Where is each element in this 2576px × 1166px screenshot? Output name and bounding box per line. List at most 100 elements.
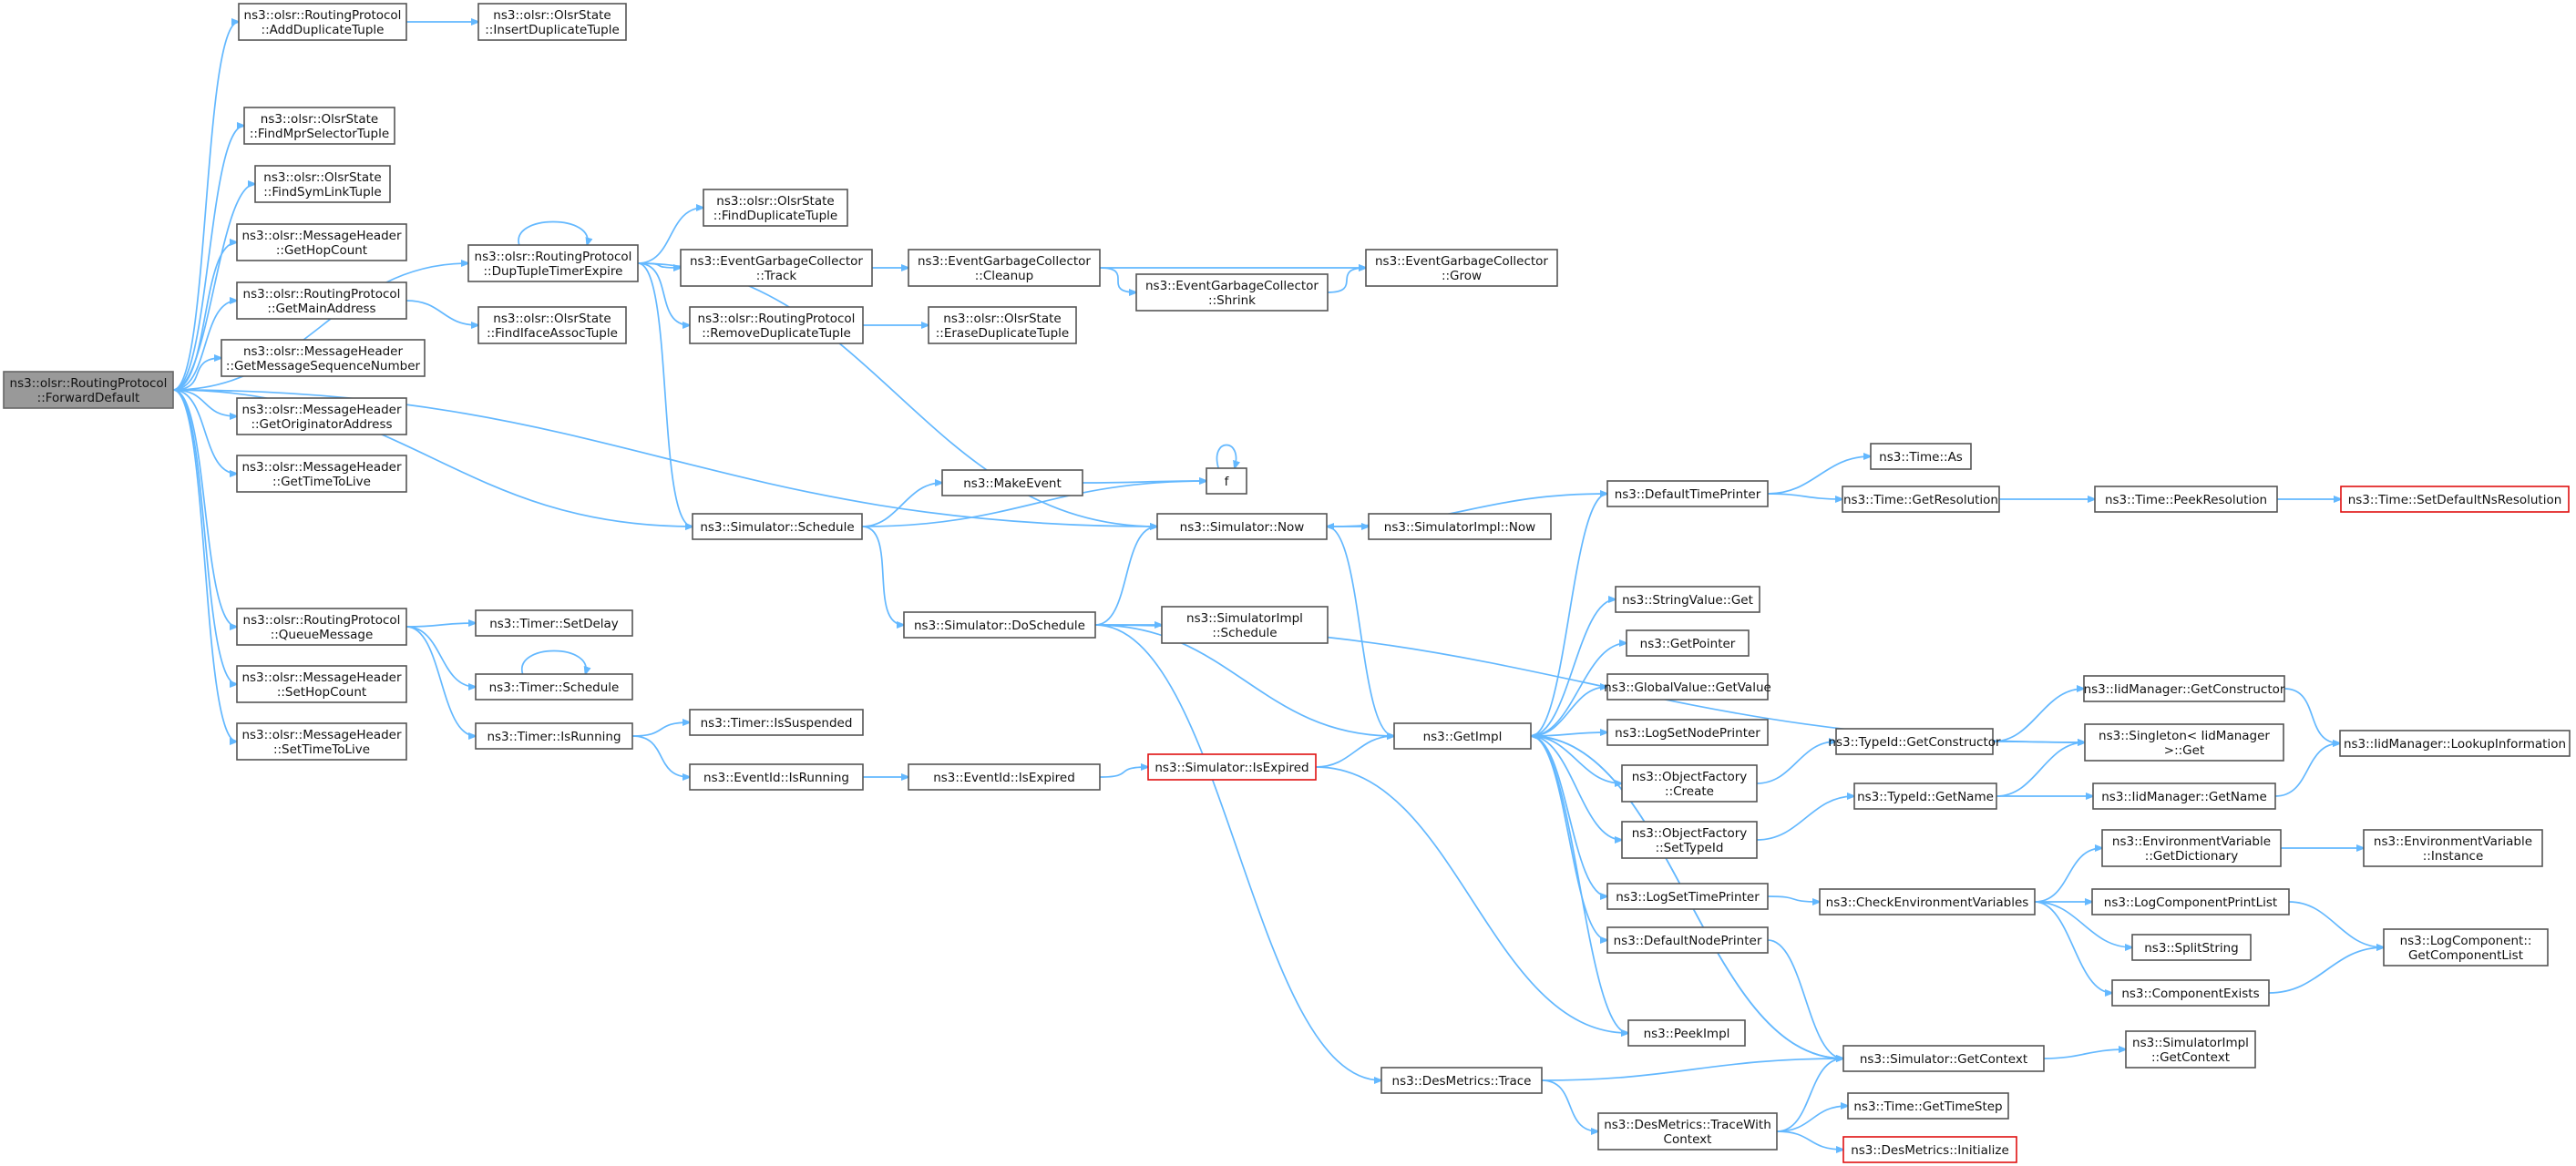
node-dosched[interactable]: ns3::Simulator::DoSchedule [903,611,1096,639]
node-makeevent[interactable]: ns3::MakeEvent [941,469,1083,496]
node-envinst[interactable]: ns3::EnvironmentVariable::Instance [2363,829,2543,867]
node-timersetdelay[interactable]: ns3::Timer::SetDelay [475,609,633,637]
edge-logsettime-to-checkenv [1767,895,1820,902]
node-dupexp[interactable]: ns3::olsr::RoutingProtocol::DupTupleTime… [467,244,639,282]
node-timegetres[interactable]: ns3::Time::GetResolution [1842,486,2000,513]
node-label: ::GetDictionary [2145,849,2238,864]
node-egcgrow[interactable]: ns3::EventGarbageCollector::Grow [1365,249,1558,287]
node-setdefns[interactable]: ns3::Time::SetDefaultNsResolution [2340,486,2570,513]
node-splitstr[interactable]: ns3::SplitString [2131,934,2252,961]
node-box [2094,486,2278,513]
node-tidgetctor[interactable]: ns3::TypeId::GetConstructor [1828,728,2001,755]
node-box [1870,443,1972,470]
node-timerisrun[interactable]: ns3::Timer::IsRunning [475,722,633,750]
edge-egcshrink-to-egcgrow [1327,268,1366,293]
node-desminit[interactable]: ns3::DesMetrics::Initialize [1842,1136,2017,1163]
edge-dupexp-to-dupexp [518,220,588,246]
node-getmain[interactable]: ns3::olsr::RoutingProtocol::GetMainAddre… [236,281,407,320]
node-egctrack[interactable]: ns3::EventGarbageCollector::Track [680,249,873,287]
node-box [1835,728,1994,755]
node-timerissusp[interactable]: ns3::Timer::IsSuspended [689,709,864,736]
node-f[interactable]: f [1206,467,1247,495]
node-label: ns3::olsr::MessageHeader [243,344,404,359]
node-fwd[interactable]: ns3::olsr::RoutingProtocol::ForwardDefau… [3,371,174,409]
edge-getimpl-to-strvalget [1530,599,1616,737]
node-logsetnode[interactable]: ns3::LogSetNodePrinter [1606,719,1769,746]
node-label: ns3::olsr::RoutingProtocol [698,312,856,326]
node-label: ns3::EventGarbageCollector [690,254,863,269]
node-egcshrink[interactable]: ns3::EventGarbageCollector::Shrink [1135,273,1329,312]
edge-makeevent-to-f [1082,481,1206,483]
node-strvalget[interactable]: ns3::StringValue::Get [1615,586,1760,613]
node-sethop[interactable]: ns3::olsr::MessageHeader::SetHopCount [236,665,407,703]
node-deftimepr[interactable]: ns3::DefaultTimePrinter [1606,480,1769,507]
edge-checkenv-to-envgetdict [2034,848,2102,903]
node-timeas[interactable]: ns3::Time::As [1870,443,1972,470]
node-gethop[interactable]: ns3::olsr::MessageHeader::GetHopCount [236,223,407,261]
node-objfsettid[interactable]: ns3::ObjectFactory::SetTypeId [1621,821,1758,859]
node-box [254,165,391,203]
node-simnow[interactable]: ns3::Simulator::Now [1156,513,1328,540]
node-getorig[interactable]: ns3::olsr::MessageHeader::GetOriginatorA… [236,397,407,435]
node-findmpr[interactable]: ns3::olsr::OlsrState::FindMprSelectorTup… [243,107,395,145]
node-timepeekres[interactable]: ns3::Time::PeekResolution [2094,486,2278,513]
node-evisexp[interactable]: ns3::EventId::IsExpired [908,763,1101,791]
edge-fwd-to-getseq [172,358,221,391]
node-getimpl[interactable]: ns3::GetImpl [1393,722,1532,750]
node-label: ns3::CheckEnvironmentVariables [1826,895,2029,910]
node-timegetstep[interactable]: ns3::Time::GetTimeStep [1847,1092,2009,1120]
node-simimplsched[interactable]: ns3::SimulatorImpl::Schedule [1161,606,1329,644]
node-defnodepr[interactable]: ns3::DefaultNodePrinter [1606,926,1769,954]
node-objfcreate[interactable]: ns3::ObjectFactory::Create [1621,764,1758,803]
node-desmtrace[interactable]: ns3::DesMetrics::Trace [1380,1067,1543,1094]
node-insdup[interactable]: ns3::olsr::OlsrState::InsertDuplicateTup… [477,3,627,41]
node-simimplnow[interactable]: ns3::SimulatorImpl::Now [1368,513,1552,540]
node-simgetctx[interactable]: ns3::Simulator::GetContext [1842,1045,2045,1072]
node-loggetcl[interactable]: ns3::LogComponent::GetComponentList [2383,928,2549,967]
node-label: ::ForwardDefault [37,391,140,405]
node-iidgetctor[interactable]: ns3::IidManager::GetConstructor [2083,675,2285,702]
node-box [475,722,633,750]
node-singleton[interactable]: ns3::Singleton< IidManager>::Get [2084,723,2284,762]
node-queue[interactable]: ns3::olsr::RoutingProtocol::QueueMessage [236,608,407,646]
node-egcclean[interactable]: ns3::EventGarbageCollector::Cleanup [908,249,1101,287]
node-label: GetComponentList [2408,948,2523,963]
node-finddup[interactable]: ns3::olsr::OlsrState::FindDuplicateTuple [703,189,848,227]
node-label: ns3::Timer::SetDelay [489,617,619,631]
node-box [1842,1045,2045,1072]
node-timersched[interactable]: ns3::Timer::Schedule [475,673,633,701]
node-label: ns3::GlobalValue::GetValue [1604,680,1771,695]
node-label: ns3::olsr::MessageHeader [241,229,402,243]
node-box [1615,586,1760,613]
node-getseq[interactable]: ns3::olsr::MessageHeader::GetMessageSequ… [221,339,426,377]
node-label: ns3::EnvironmentVariable [2374,834,2532,849]
node-box [1842,1136,2017,1163]
node-checkenv[interactable]: ns3::CheckEnvironmentVariables [1819,888,2036,915]
node-simisexp[interactable]: ns3::Simulator::IsExpired [1147,753,1317,781]
node-iidgetname[interactable]: ns3::IidManager::GetName [2092,782,2276,810]
node-getttl[interactable]: ns3::olsr::MessageHeader::GetTimeToLive [236,455,407,493]
node-globalval[interactable]: ns3::GlobalValue::GetValue [1604,673,1771,701]
node-setttl[interactable]: ns3::olsr::MessageHeader::SetTimeToLive [236,722,407,761]
node-peekimpl[interactable]: ns3::PeekImpl [1627,1019,1746,1047]
node-tidgetname[interactable]: ns3::TypeId::GetName [1853,782,1997,810]
node-getptr[interactable]: ns3::GetPointer [1626,629,1750,657]
node-evisrun[interactable]: ns3::EventId::IsRunning [689,763,864,791]
node-envgetdict[interactable]: ns3::EnvironmentVariable::GetDictionary [2101,829,2282,867]
node-remdup[interactable]: ns3::olsr::RoutingProtocol::RemoveDuplic… [689,306,864,344]
node-adddup[interactable]: ns3::olsr::RoutingProtocol::AddDuplicate… [238,3,407,41]
node-findsym[interactable]: ns3::olsr::OlsrState::FindSymLinkTuple [254,165,391,203]
node-logcpl[interactable]: ns3::LogComponentPrintList [2091,888,2290,915]
node-simimplgetctx[interactable]: ns3::SimulatorImpl::GetContext [2125,1030,2256,1069]
node-box [689,306,864,344]
node-findiface[interactable]: ns3::olsr::OlsrState::FindIfaceAssocTupl… [477,306,627,344]
node-compexists[interactable]: ns3::ComponentExists [2111,979,2270,1007]
node-iidlookup[interactable]: ns3::IidManager::LookupInformation [2339,730,2571,757]
node-erasedup[interactable]: ns3::olsr::OlsrState::EraseDuplicateTupl… [928,306,1077,344]
node-simsched[interactable]: ns3::Simulator::Schedule [692,513,863,540]
edge-simnow-to-getimpl [1326,526,1394,736]
node-label: ::RemoveDuplicateTuple [702,326,851,341]
node-logsettime[interactable]: ns3::LogSetTimePrinter [1606,883,1769,910]
node-label: ::GetMessageSequenceNumber [226,359,421,373]
